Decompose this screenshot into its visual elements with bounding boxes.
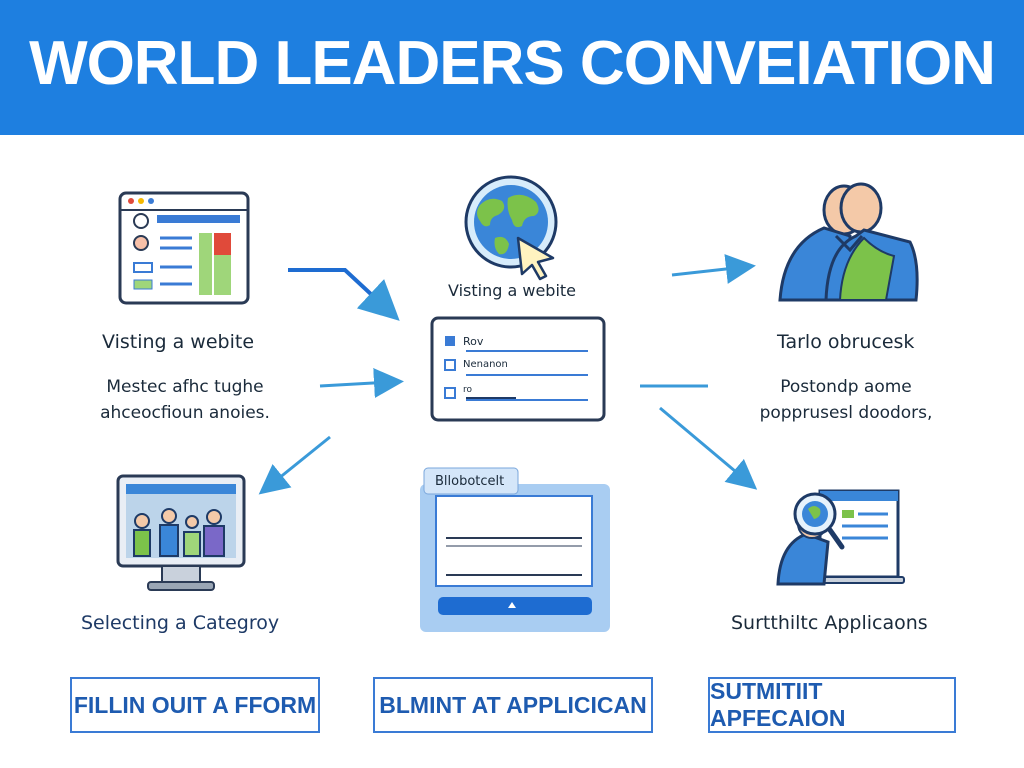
- browser-caption: Visting a webite: [102, 331, 255, 353]
- submit-application-button[interactable]: BLMINT AT APPLICICAN: [373, 677, 653, 733]
- globe-caption: Visting a webite: [448, 281, 577, 300]
- fill-form-button[interactable]: FILLIN OUIT A FFORM: [70, 677, 320, 733]
- people-desc-line-1: Postondp aome: [780, 377, 912, 397]
- people-desc-line-2: popprusesl doodors,: [759, 403, 933, 423]
- monitor-caption: Selecting a Categroy: [81, 612, 280, 634]
- title-banner: WORLD LEADERS CONVEIATION: [0, 0, 1024, 135]
- flow-arrows: [258, 254, 758, 495]
- browser-desc: Mestec afhc tughe ahceocfioun anoies.: [90, 374, 280, 426]
- browser-desc-line-1: Mestec afhc tughe: [106, 377, 264, 397]
- submit-apfecation-button[interactable]: SUTMITIIT APFECAION: [708, 677, 956, 733]
- browser-window-icon: [118, 191, 250, 305]
- form-card: [430, 316, 606, 422]
- people-desc: Postondp aome popprusesl doodors,: [748, 374, 944, 426]
- browser-desc-line-2: ahceocfioun anoies.: [100, 403, 270, 423]
- form-row-1-label: Rov: [463, 335, 484, 348]
- globe-icon: [464, 175, 558, 269]
- form-row-2-label: Nenanon: [463, 359, 508, 370]
- form-row-3-label: ro: [463, 385, 473, 395]
- panel-tab-label: Bllobotcelt: [435, 474, 505, 489]
- monitor-people-icon: [116, 474, 246, 591]
- page-title: WORLD LEADERS CONVEIATION: [29, 29, 996, 98]
- laptop-magnifier-icon: [776, 489, 905, 586]
- laptop-caption: Surtthiltc Applicaons: [731, 612, 928, 634]
- people-caption: Tarlo obrucesk: [777, 331, 915, 353]
- application-panel: [420, 467, 610, 632]
- people-icon: [778, 182, 919, 302]
- cursor-icon: [516, 236, 555, 281]
